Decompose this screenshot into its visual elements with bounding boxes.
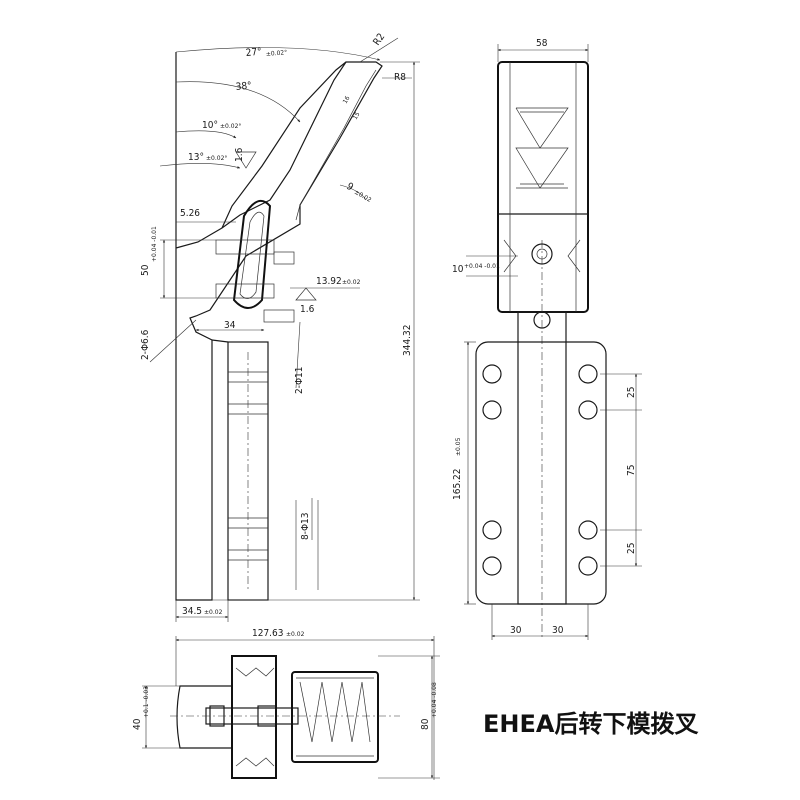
angle-27-tol: ±0.02° [266, 49, 288, 58]
spacing-25-top-label: 25 [626, 387, 637, 398]
width-34-5-tol: ±0.02 [204, 609, 223, 616]
width-34-5-label: 34.5 [182, 606, 202, 617]
hole-13-label: 8-Φ13 [300, 513, 311, 541]
angle-10-label: 10° [202, 120, 218, 131]
side-base-plate [475, 341, 607, 605]
side-view [464, 44, 642, 640]
side-hole [482, 556, 502, 576]
side-hole [578, 520, 598, 540]
width-58-label: 58 [536, 38, 548, 49]
side-upper-body [497, 61, 589, 313]
front-slot [232, 199, 272, 309]
side-hole [578, 400, 598, 420]
front-hole-upper [215, 239, 275, 255]
dim-80-label: 80 [420, 718, 431, 730]
angle-13-label: 13° [188, 152, 204, 163]
dim-50-label: 50 [140, 264, 151, 276]
dim-13-92-tol: ±0.02 [342, 279, 361, 286]
hole-6-6-label: 2-Φ6.6 [140, 329, 151, 360]
bottom-30-right-label: 30 [552, 625, 564, 636]
height-165-label: 165.22 [452, 469, 463, 500]
side-hole [482, 400, 502, 420]
height-344-label: 344.32 [402, 325, 413, 356]
top-spring [299, 681, 371, 743]
slot-label-15: 15 [352, 111, 362, 121]
bottom-30-left-label: 30 [510, 625, 522, 636]
front-hole-cbore-lower [263, 309, 295, 323]
radius-r8-label: R8 [394, 72, 406, 83]
side-hole [482, 520, 502, 540]
spacing-25-bottom-label: 25 [626, 543, 637, 554]
dim-10-tol: +0.04 -0.01 [464, 263, 500, 270]
dim-40-tol: +0.1 -0.03 [143, 686, 150, 718]
top-housing-left [231, 655, 277, 779]
side-hole [482, 364, 502, 384]
angle-13-tol: ±0.02° [206, 155, 227, 162]
dim-5-26-label: 5.26 [180, 208, 200, 219]
top-housing-right [291, 671, 379, 763]
top-left-jaw [176, 685, 233, 749]
dim-40-label: 40 [132, 718, 143, 730]
top-view [142, 636, 440, 780]
front-arm-inner-edge [295, 69, 377, 221]
roughness-label-top: 1.6 [234, 147, 245, 162]
side-hole [578, 364, 598, 384]
angle-27-label: 27° [245, 47, 262, 59]
dim-13-92-label: 13.92 [316, 276, 342, 287]
dim-50-tol: +0.04 -0.01 [151, 226, 158, 262]
dim-34-label: 34 [224, 320, 236, 331]
length-127-tol: ±0.02 [286, 631, 305, 638]
side-spring [515, 107, 569, 189]
front-hole-cbore-upper [273, 251, 295, 265]
front-arm-outline [221, 61, 347, 229]
height-165-tol: ±0.05 [455, 437, 462, 456]
roughness-label-bottom: 1.6 [300, 304, 315, 315]
dim-9-label: 9 [345, 181, 356, 194]
front-body-outline [175, 52, 383, 601]
dim-9-tol: ±0.02 [353, 189, 373, 204]
angle-10-tol: ±0.02° [220, 123, 241, 130]
hole-11-label: 2-Φ11 [294, 367, 305, 395]
side-hole [578, 556, 598, 576]
slot-label-16: 16 [342, 95, 352, 105]
radius-r2-label: R2 [371, 32, 387, 48]
dim-80-tol: +0.04 -0.08 [431, 682, 438, 718]
length-127-label: 127.63 [252, 628, 283, 639]
front-view [149, 37, 420, 622]
dim-10-label: 10 [452, 264, 464, 275]
spacing-75-label: 75 [626, 465, 637, 476]
product-title: EHEA后转下模拨叉 [483, 710, 699, 738]
angle-38-label: 38° [235, 81, 252, 93]
front-hole-lower [215, 283, 275, 299]
